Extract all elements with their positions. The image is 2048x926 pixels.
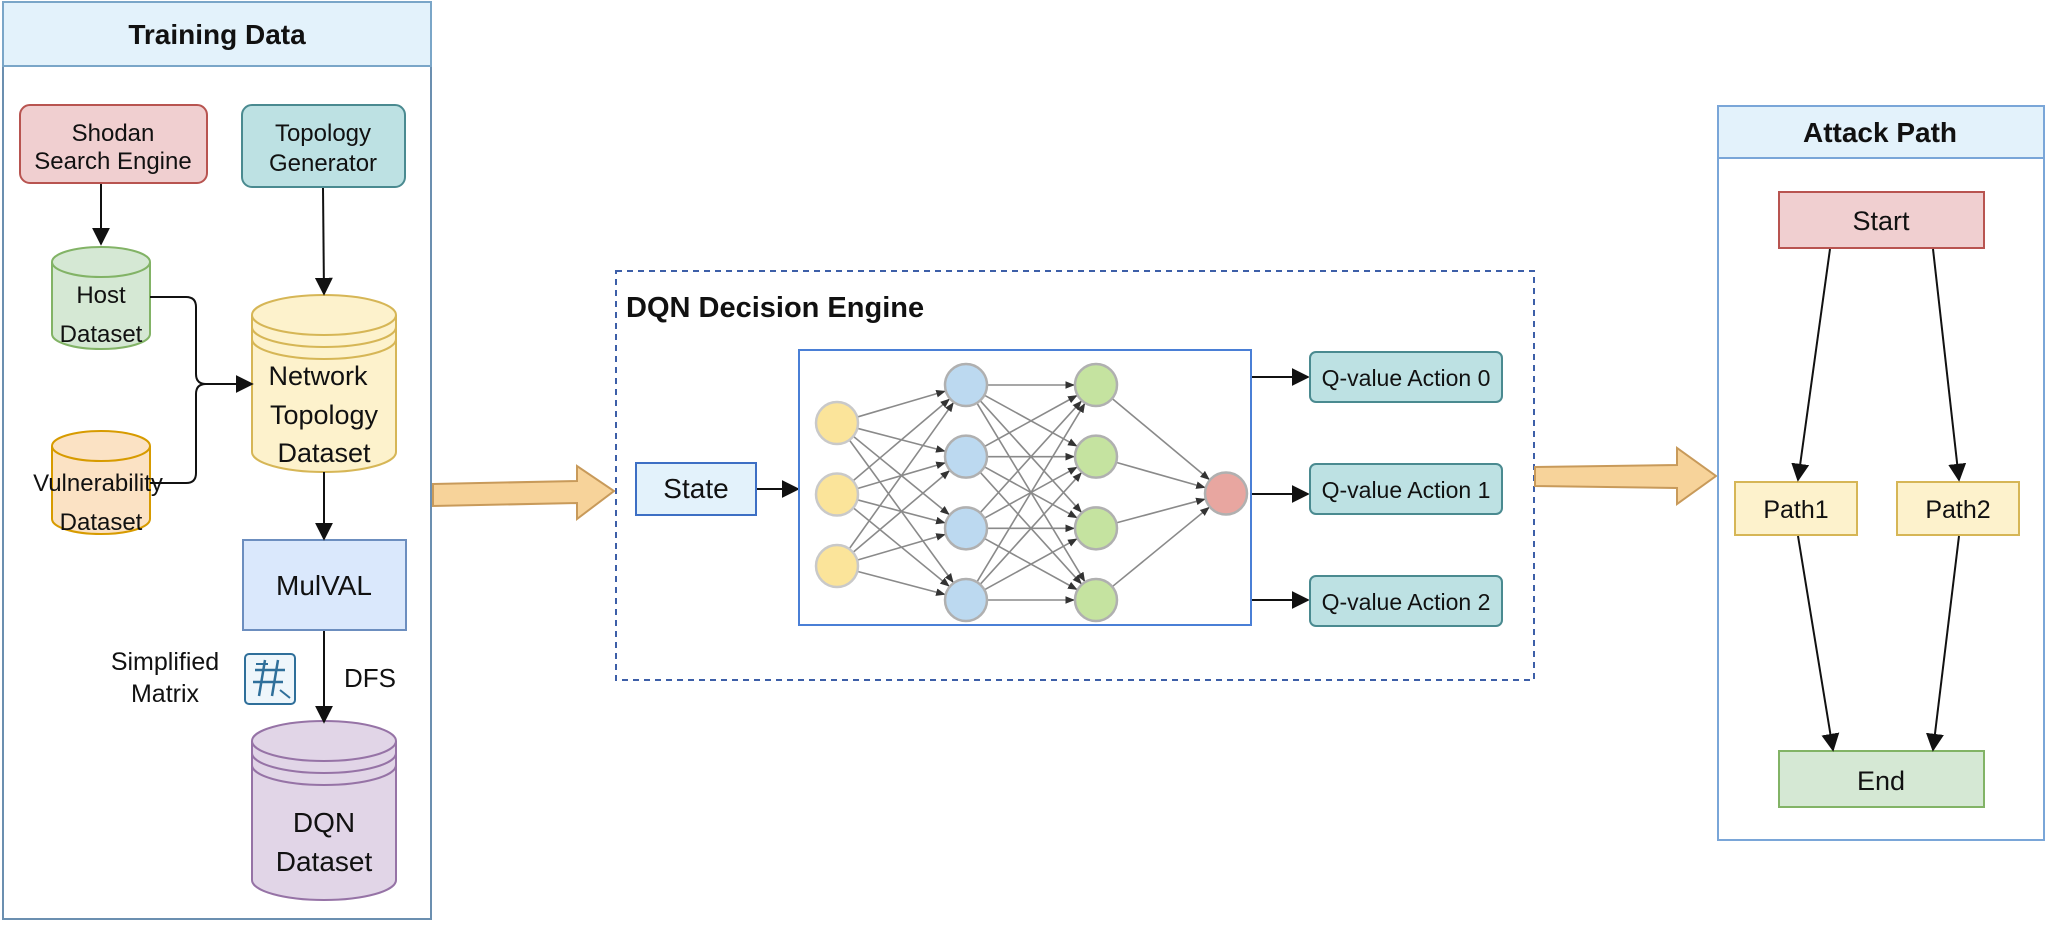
dqn-dataset-label-line1: DQN [293,807,355,838]
network-output-connectors [1252,368,1310,609]
path1-label: Path1 [1763,496,1828,524]
path1-box: Path1 [1734,481,1858,536]
state-label: State [663,473,728,504]
nn-node-layer2-1 [1073,434,1119,479]
end-box: End [1778,750,1985,808]
neural-network-box [798,349,1252,626]
nn-edge [1111,506,1210,588]
matrix-icon [244,653,296,705]
nn-edge [979,400,1082,514]
nn-node-layer0-1 [814,472,860,517]
q-value-action-0-box: Q-value Action 0 [1309,351,1503,403]
nn-edge [1116,497,1206,524]
mulval-label: MulVAL [276,570,372,601]
q-value-action-0-label: Q-value Action 0 [1322,365,1491,391]
topology-generator-box: Topology Generator [241,104,406,188]
attack-path-title: Attack Path [1803,117,1957,148]
nn-node-layer2-0 [1073,362,1119,408]
nn-edge [979,472,1082,585]
nn-edge [984,394,1078,448]
state-box: State [635,462,757,516]
attack-path-connectors [1791,248,1967,752]
q-value-action-1-box: Q-value Action 1 [1309,463,1503,515]
end-label: End [1857,766,1905,796]
network-topology-label-line2: Topology [270,400,379,430]
nn-node-layer0-2 [814,543,860,589]
nn-node-layer3-0 [1203,471,1249,516]
nn-node-layer1-0 [943,362,989,408]
arrow-path2-to-end [1926,535,1960,752]
mulval-box: MulVAL [242,539,407,631]
nn-edge [1115,461,1206,489]
shodan-label-line2: Search Engine [34,148,191,175]
nn-node-layer1-1 [943,434,989,479]
neural-network-edges [848,381,1210,604]
dfs-label: DFS [344,663,396,693]
q-value-action-2-label: Q-value Action 2 [1322,589,1491,615]
nn-edge [852,470,950,554]
attack-path-header [1717,105,2045,159]
host-dataset-label-line2: Dataset [60,321,143,348]
network-topology-label-line3: Dataset [277,438,371,468]
arrow-host-to-network [150,296,254,393]
arrow-vulnerability-to-network [150,383,207,484]
nn-edge [848,402,954,550]
simplified-matrix-annotation: Simplified Matrix [111,648,296,708]
start-box: Start [1778,191,1985,249]
vulnerability-dataset-label-line1: Vulnerability [33,470,163,497]
dqn-engine-title: DQN Decision Engine [626,292,924,324]
host-dataset-cylinder: Host Dataset [51,246,151,350]
nn-edge [856,533,946,561]
shodan-label-line1: Shodan [72,120,155,147]
nn-edge [856,389,946,418]
q-value-action-2-box: Q-value Action 2 [1309,575,1503,627]
network-topology-dataset-cylinder: Network Topology Dataset [251,294,397,473]
simplified-matrix-label-line1: Simplified [111,648,219,676]
nn-node-layer2-3 [1073,577,1119,623]
training-data-title: Training Data [128,19,306,50]
arrow-path1-to-end [1797,535,1840,752]
arrow-topology-to-network [314,187,333,296]
flow-arrow-training-to-engine [432,464,616,522]
path2-label: Path2 [1925,496,1990,524]
training-data-header [2,1,432,67]
start-label: Start [1852,206,1910,236]
vulnerability-dataset-label-line2: Dataset [60,509,143,536]
nn-edge [852,398,950,482]
shodan-search-engine-box: Shodan Search Engine [19,104,208,184]
nn-edge [857,570,946,596]
simplified-matrix-label-line2: Matrix [131,680,200,708]
flow-arrow-engine-to-attack-path [1534,446,1718,506]
training-data-connectors [92,184,333,724]
nn-node-layer0-0 [814,400,860,446]
nn-edge [976,403,1086,583]
arrow-start-to-path1 [1791,248,1831,482]
nn-edge [984,538,1078,591]
nn-edge [1111,397,1210,481]
host-dataset-label-line1: Host [76,282,126,309]
dqn-dataset-cylinder: DQN Dataset [251,720,397,901]
network-topology-label-line1: Network [268,361,368,391]
nn-node-layer1-3 [943,577,989,623]
topology-generator-label-line2: Generator [269,150,377,177]
dqn-dataset-label-line2: Dataset [276,846,373,877]
topology-generator-label-line1: Topology [275,120,371,147]
nn-node-layer2-2 [1073,506,1119,551]
arrow-start-to-path2 [1932,248,1967,482]
neural-network-nodes [814,362,1249,623]
q-value-action-1-label: Q-value Action 1 [1322,477,1491,503]
vulnerability-dataset-cylinder: Vulnerability Dataset [33,430,163,536]
path2-box: Path2 [1896,481,2020,536]
nn-node-layer1-2 [943,506,989,551]
